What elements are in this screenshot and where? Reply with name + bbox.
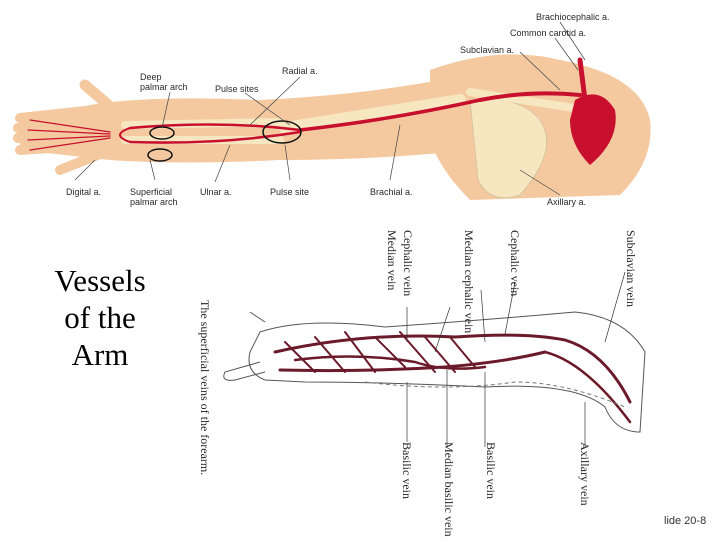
- label-median-basilic-vein: Median basilic vein: [442, 442, 456, 537]
- label-basilic-vein-upper: Basilic vein: [484, 442, 498, 499]
- label-digital-artery: Digital a.: [66, 187, 102, 197]
- label-median-vein-top: Median vein: [385, 230, 399, 291]
- humerus: [279, 94, 466, 134]
- veins-figure-caption: The superficial veins of the forearm.: [198, 300, 212, 476]
- brachial-artery: [298, 98, 482, 132]
- slide-title-line-1: Vessels: [54, 263, 146, 298]
- label-brachial-artery: Brachial a.: [370, 187, 413, 197]
- deep-outline-dashed: [364, 381, 626, 408]
- aortic-trunk: [577, 57, 588, 103]
- slide-title-line-2: of the: [64, 300, 136, 335]
- label-cephalic-vein-middle: Cephalic vein: [401, 230, 415, 297]
- median-vein-path: [293, 355, 487, 370]
- vein-leader-lines: [406, 271, 626, 447]
- ulnar-artery: [128, 130, 302, 144]
- label-basilic-vein-lower: Basilic vein: [400, 442, 414, 499]
- subclavian-artery: [478, 91, 582, 102]
- label-subclavian-artery: Subclavian a.: [460, 45, 515, 55]
- label-deep-palmar-arch: Deep palmar arch: [140, 72, 188, 92]
- vein-network: [284, 331, 476, 373]
- forearm-veins-drawing: [223, 271, 646, 447]
- label-superficial-palmar-arch: Superficial palmar arch: [130, 187, 178, 207]
- slide-number: lide 20-8: [664, 515, 707, 527]
- label-cephalic-vein-upper: Cephalic vein: [508, 230, 522, 297]
- radial-artery: [128, 123, 302, 132]
- label-axillary-artery: Axillary a.: [547, 197, 587, 207]
- label-subclavian-vein: Subclavian vein: [624, 230, 638, 307]
- arteries-illustration: Brachiocephalic a. Common carotid a. Sub…: [0, 0, 720, 215]
- label-pulse-site: Pulse site: [270, 187, 310, 197]
- label-brachiocephalic-artery: Brachiocephalic a.: [536, 12, 610, 22]
- palmar-arch: [119, 127, 131, 143]
- digital-arteries: [27, 119, 111, 151]
- scapula: [469, 98, 548, 199]
- arm-outline: [248, 311, 646, 433]
- hand-outline: [223, 311, 266, 381]
- axillary-vein-path: [543, 350, 632, 424]
- slide-title-line-3: Arm: [71, 337, 129, 372]
- label-radial-artery: Radial a.: [282, 66, 318, 76]
- label-axillary-vein: Axillary vein: [578, 442, 592, 506]
- pulse-site-circle-wrist-lower: [147, 148, 173, 162]
- veins-illustration: The superficial veins of the forearm. Me…: [185, 222, 665, 540]
- slide-title: Vessels of the Arm: [30, 262, 170, 373]
- label-common-carotid-artery: Common carotid a.: [510, 28, 587, 38]
- label-pulse-sites: Pulse sites: [215, 84, 259, 94]
- label-leader-lines: [74, 21, 586, 196]
- artery-lines: [27, 57, 588, 151]
- vein-lines: [273, 331, 632, 424]
- fingers: [13, 105, 115, 175]
- arm-arteries-drawing: [13, 21, 651, 200]
- heart: [570, 94, 616, 165]
- pulse-site-circle-elbow: [262, 120, 302, 144]
- label-median-cephalic-vein: Median cephalic vein: [462, 230, 476, 334]
- label-ulnar-artery: Ulnar a.: [200, 187, 232, 197]
- thumb: [79, 79, 126, 121]
